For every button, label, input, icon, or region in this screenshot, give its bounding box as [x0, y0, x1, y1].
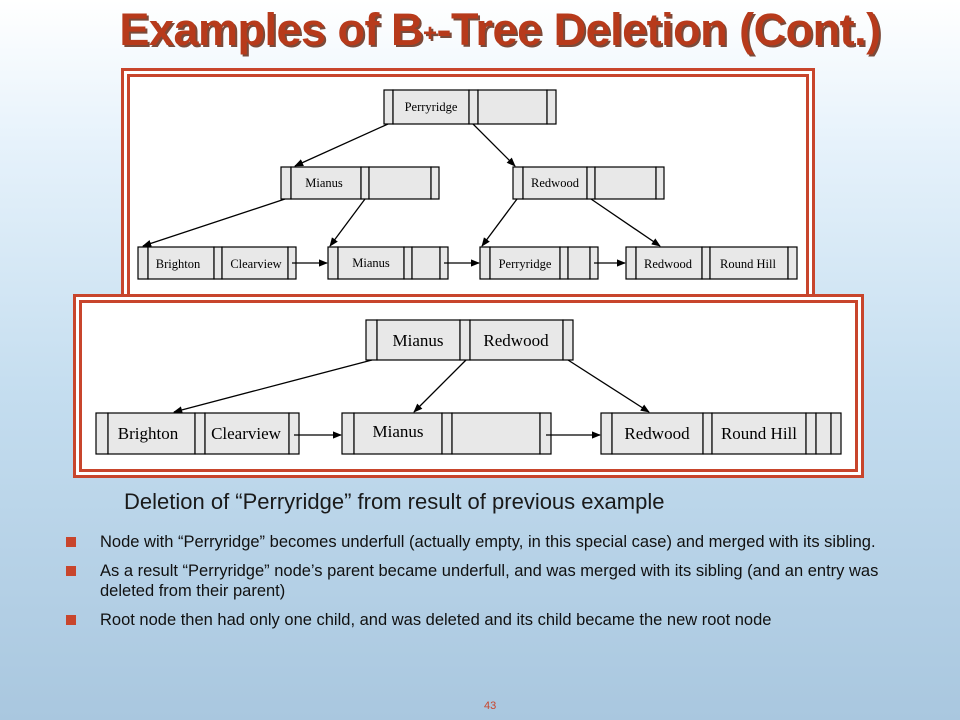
square-bullet-icon: [66, 615, 76, 625]
bullet-item: Node with “Perryridge” becomes underfull…: [60, 532, 900, 552]
pointer-arrow: [481, 198, 518, 247]
pointer-arrow: [142, 198, 286, 247]
key-round-hill: Round Hill: [721, 424, 797, 443]
pointer-arrow: [590, 198, 661, 247]
bullet-text: Node with “Perryridge” becomes underfull…: [100, 533, 876, 551]
pointer-arrow: [329, 198, 366, 247]
tree-before-leaf-1: Brighton Clearview: [137, 246, 297, 280]
tree-before-internal-node-1: Mianus: [280, 166, 440, 200]
key-redwood: Redwood: [531, 176, 580, 190]
key-mianus: Mianus: [352, 256, 390, 270]
pointer-arrow: [472, 123, 516, 167]
pointer-arrow: [173, 359, 373, 414]
pointer-arrow: [567, 359, 650, 413]
tree-before-leaf-3: Perryridge: [479, 246, 599, 280]
bullet-item: As a result “Perryridge” node’s parent b…: [60, 561, 900, 601]
key-redwood: Redwood: [483, 331, 549, 350]
tree-before-internal-node-2: Redwood: [512, 166, 665, 200]
tree-before-panel: Perryridge Mianus Redwood Bright: [127, 74, 809, 302]
square-bullet-icon: [66, 537, 76, 547]
key-clearview: Clearview: [230, 257, 281, 271]
key-redwood: Redwood: [624, 424, 690, 443]
caption: Deletion of “Perryridge” from result of …: [124, 489, 665, 514]
bullet-text: As a result “Perryridge” node’s parent b…: [100, 562, 879, 600]
tree-after-leaf-3: Redwood Round Hill: [600, 412, 842, 455]
tree-before-leaf-2: Mianus: [327, 246, 449, 280]
bullet-list: Node with “Perryridge” becomes underfull…: [60, 532, 900, 639]
key-mianus: Mianus: [373, 422, 424, 441]
page-number: 43: [484, 700, 497, 712]
tree-before-root-node: Perryridge: [383, 89, 557, 125]
key-brighton: Brighton: [118, 424, 179, 443]
tree-after-panel: Mianus Redwood Brighton Clearview Mianus: [79, 300, 858, 472]
tree-after-diagram: Mianus Redwood Brighton Clearview Mianus: [95, 319, 842, 455]
title-superscript: +: [423, 20, 437, 47]
key-round-hill: Round Hill: [720, 257, 776, 271]
tree-before-leaf-4: Redwood Round Hill: [625, 246, 798, 280]
square-bullet-icon: [66, 566, 76, 576]
pointer-arrow: [294, 123, 389, 167]
key-mianus: Mianus: [393, 331, 444, 350]
bullet-item: Root node then had only one child, and w…: [60, 610, 900, 630]
title-rest: -Tree Deletion (Cont.): [436, 4, 882, 55]
tree-before-diagram: Perryridge Mianus Redwood Bright: [137, 89, 798, 280]
key-mianus: Mianus: [305, 176, 343, 190]
key-perryridge: Perryridge: [405, 100, 458, 114]
key-redwood: Redwood: [644, 257, 693, 271]
key-clearview: Clearview: [211, 424, 282, 443]
bullet-text: Root node then had only one child, and w…: [100, 611, 772, 629]
tree-after-leaf-2: Mianus: [341, 412, 552, 455]
pointer-arrow: [413, 359, 467, 413]
tree-after-root-node: Mianus Redwood: [365, 319, 574, 361]
key-brighton: Brighton: [156, 257, 201, 271]
slide-title: Examples of B+-Tree Deletion (Cont.): [0, 4, 960, 56]
title-main: Examples of B: [119, 4, 424, 55]
tree-after-leaf-1: Brighton Clearview: [95, 412, 300, 455]
key-perryridge: Perryridge: [499, 257, 552, 271]
